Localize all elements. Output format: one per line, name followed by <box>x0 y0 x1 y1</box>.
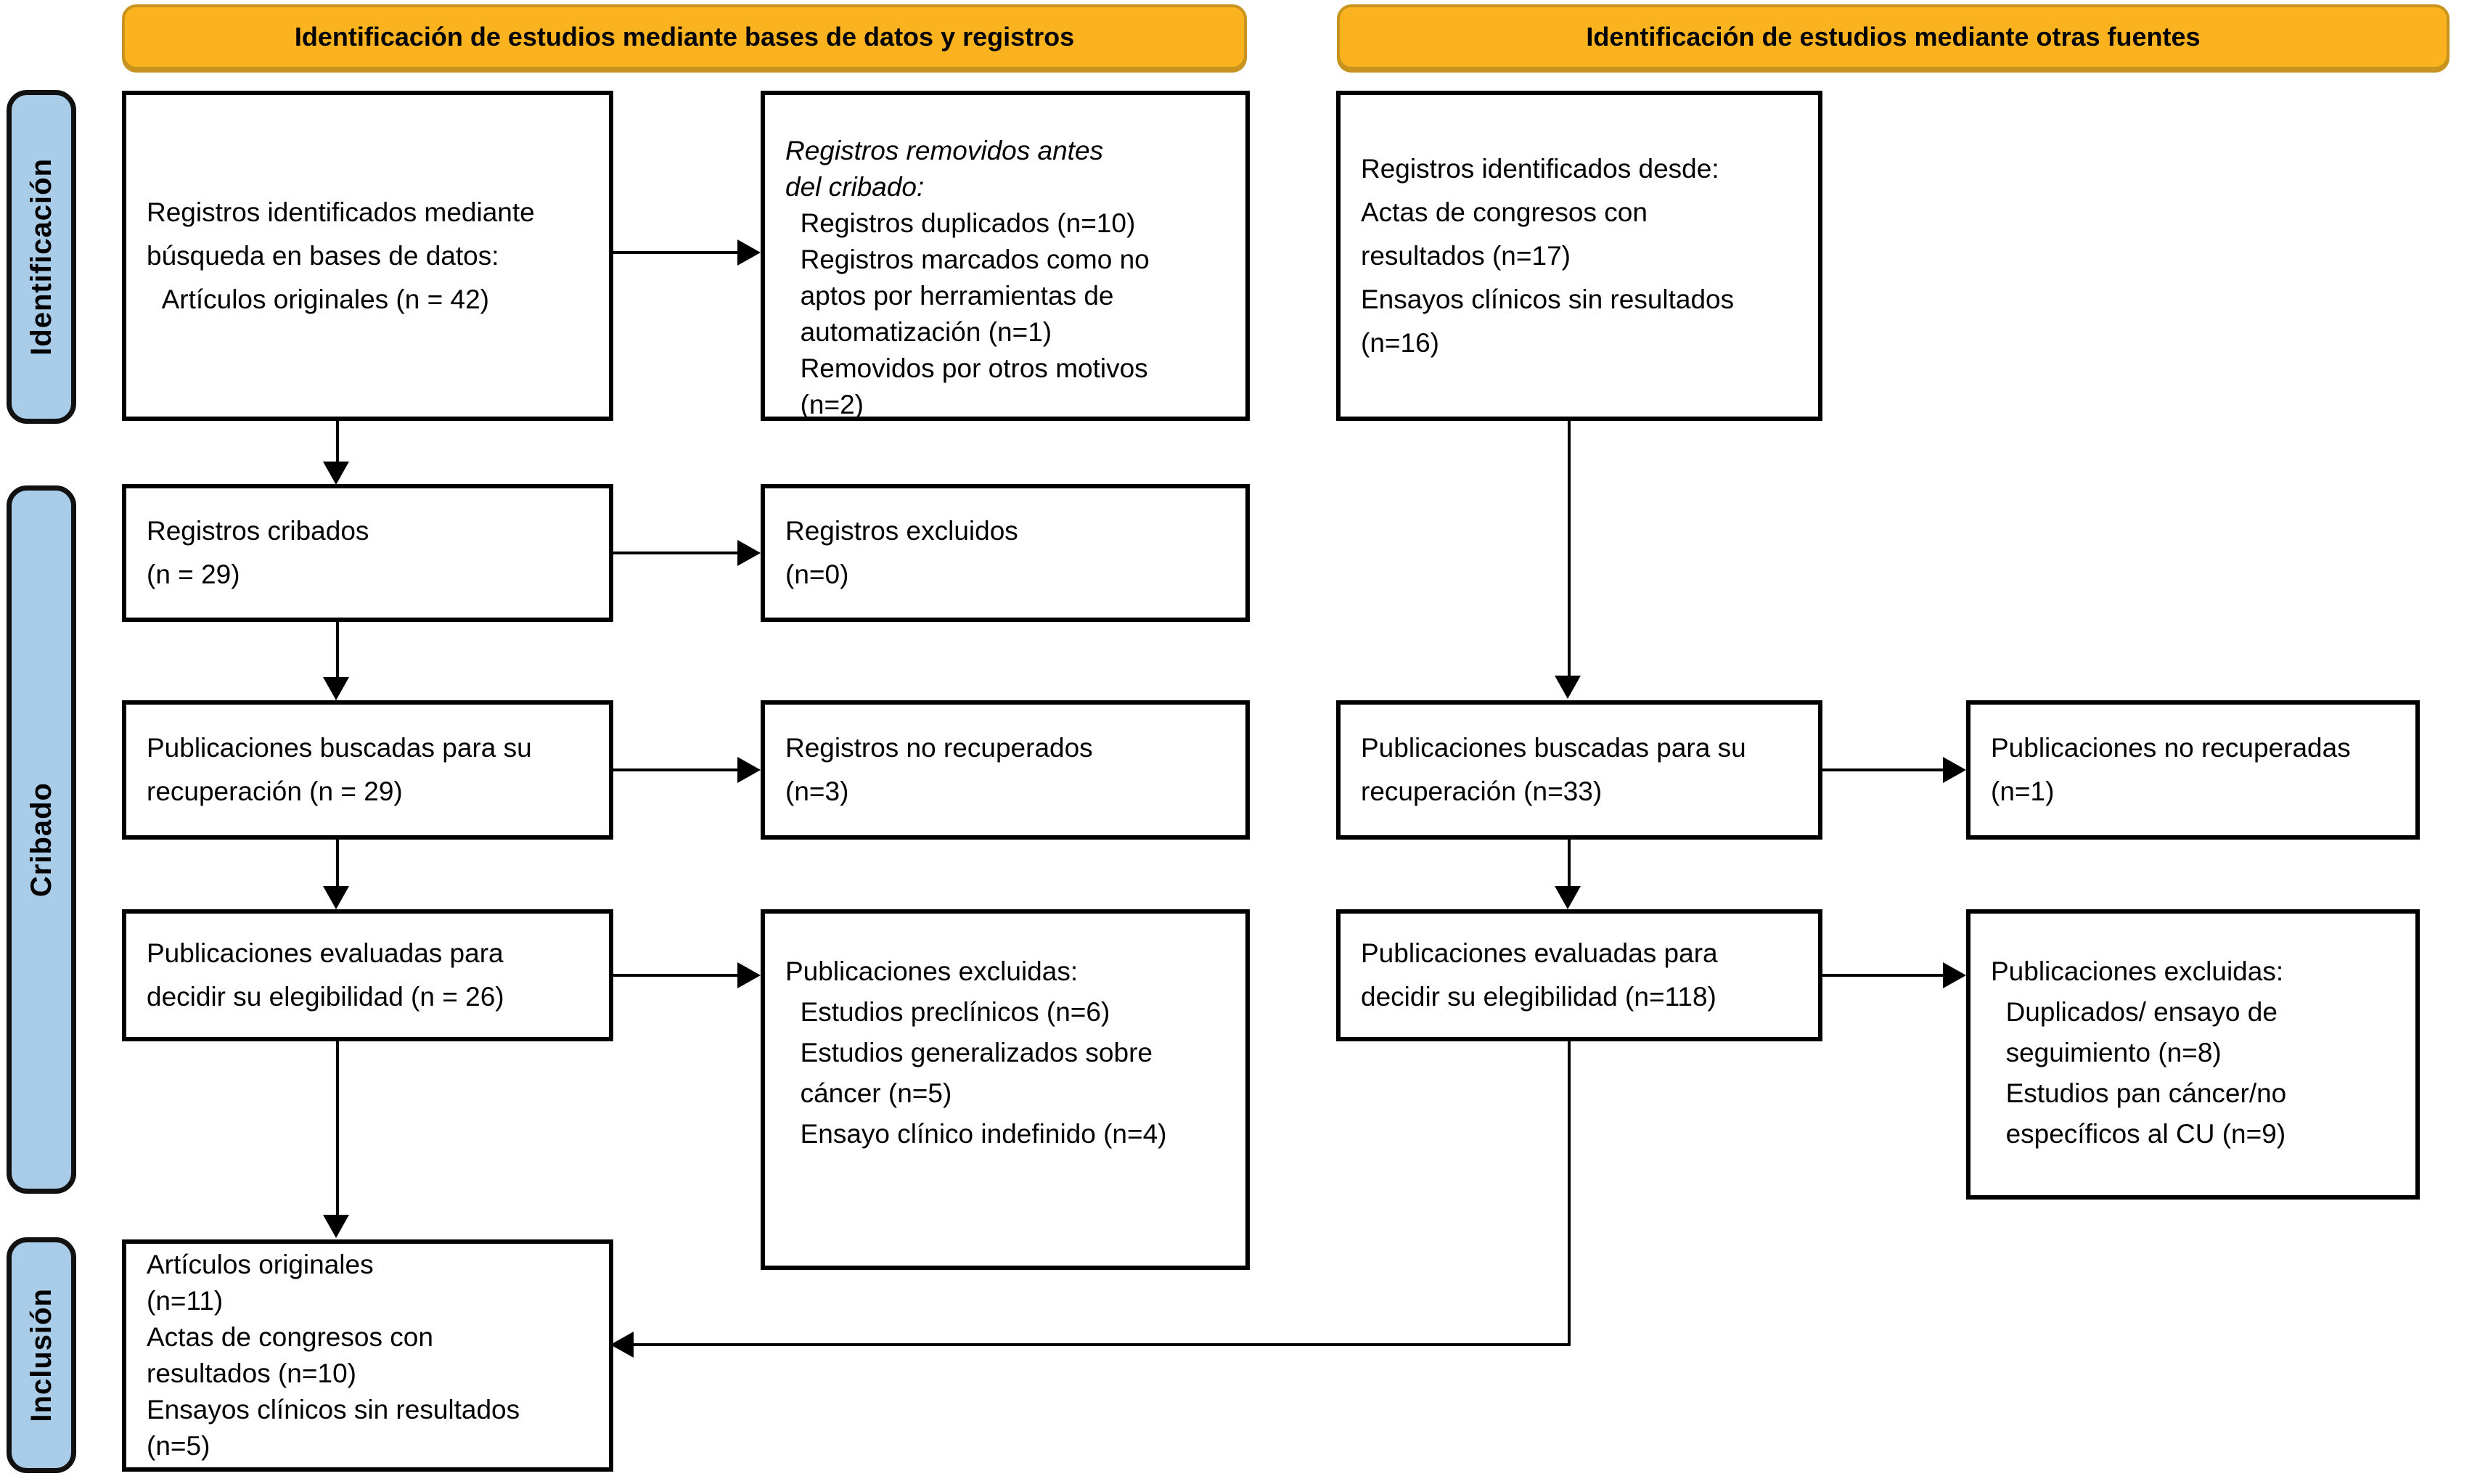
box-reports-sought-other: Publicaciones buscadas para su recuperac… <box>1336 700 1822 840</box>
box-reports-assessed-other: Publicaciones evaluadas para decidir su … <box>1336 909 1822 1041</box>
arrow-head-down-icon <box>323 1215 349 1238</box>
arrow-head-down-icon <box>1555 886 1581 909</box>
arrow-head-down-icon <box>323 677 349 700</box>
stage-label-screening: Cribado <box>7 485 76 1194</box>
arrow-line <box>336 838 339 887</box>
arrow-head-right-icon <box>1943 962 1966 988</box>
reports-assessed-databases-text: Publicaciones evaluadas para decidir su … <box>147 938 504 1012</box>
arrow-line <box>612 552 740 554</box>
banner-databases-registers: Identificación de estudios mediante base… <box>122 4 1247 70</box>
arrow-line <box>336 1040 339 1216</box>
arrow-head-right-icon <box>737 757 761 783</box>
banner-databases-label: Identificación de estudios mediante base… <box>294 22 1075 52</box>
box-reports-not-retrieved-databases: Registros no recuperados (n=3) <box>761 700 1250 840</box>
box-reports-assessed-databases: Publicaciones evaluadas para decidir su … <box>122 909 613 1041</box>
arrow-line <box>612 251 740 254</box>
arrow-line <box>336 419 339 463</box>
arrow-line <box>336 620 339 679</box>
arrow-line <box>1568 838 1571 887</box>
reports-excluded-databases-text: Publicaciones excluidas: Estudios preclí… <box>785 956 1167 1149</box>
records-excluded-text: Registros excluidos (n=0) <box>785 516 1018 589</box>
arrow-line <box>612 974 740 977</box>
stage-screening-text: Cribado <box>25 782 57 898</box>
stage-label-identification: Identificación <box>7 90 76 424</box>
reports-excluded-other-text: Publicaciones excluidas: Duplicados/ ens… <box>1991 956 2287 1149</box>
box-reports-sought-databases: Publicaciones buscadas para su recuperac… <box>122 700 613 840</box>
box-studies-included: Artículos originales (n=11) Actas de con… <box>122 1239 613 1472</box>
banner-other-sources-label: Identificación de estudios mediante otra… <box>1586 22 2201 52</box>
box-records-screened: Registros cribados (n = 29) <box>122 484 613 622</box>
arrow-head-down-icon <box>323 462 349 485</box>
box-records-identified-other-sources: Registros identificados desde: Actas de … <box>1336 91 1822 421</box>
records-identified-databases-text: Registros identificados mediante búsqued… <box>147 197 535 314</box>
arrow-head-left-icon <box>610 1332 634 1358</box>
box-reports-not-retrieved-other: Publicaciones no recuperadas (n=1) <box>1966 700 2420 840</box>
arrow-line <box>634 1343 1571 1346</box>
studies-included-text: Artículos originales (n=11) Actas de con… <box>147 1250 520 1461</box>
arrow-head-right-icon <box>1943 757 1966 783</box>
arrow-head-right-icon <box>737 962 761 988</box>
arrow-line <box>612 768 740 771</box>
arrow-line <box>1821 974 1946 977</box>
records-screened-text: Registros cribados (n = 29) <box>147 516 369 589</box>
box-records-removed-before-screening: Registros removidos antes del cribado: R… <box>761 91 1250 421</box>
reports-sought-other-text: Publicaciones buscadas para su recuperac… <box>1361 733 1746 806</box>
reports-not-retrieved-other-text: Publicaciones no recuperadas (n=1) <box>1991 733 2351 806</box>
box-reports-excluded-other: Publicaciones excluidas: Duplicados/ ens… <box>1966 909 2420 1200</box>
stage-label-inclusion: Inclusión <box>7 1237 76 1473</box>
arrow-line <box>1821 768 1946 771</box>
banner-other-sources: Identificación de estudios mediante otra… <box>1337 4 2450 70</box>
stage-inclusion-text: Inclusión <box>25 1288 57 1422</box>
box-records-excluded: Registros excluidos (n=0) <box>761 484 1250 622</box>
arrow-head-right-icon <box>737 540 761 566</box>
box-reports-excluded-databases: Publicaciones excluidas: Estudios preclí… <box>761 909 1250 1270</box>
arrow-head-right-icon <box>737 239 761 266</box>
records-removed-heading: Registros removidos antes del cribado: <box>785 136 1104 202</box>
records-identified-other-text: Registros identificados desde: Actas de … <box>1361 153 1735 358</box>
arrow-head-down-icon <box>1555 676 1581 699</box>
arrow-line <box>1568 419 1571 677</box>
records-removed-items: Registros duplicados (n=10) Registros ma… <box>800 208 1150 419</box>
stage-identification-text: Identificación <box>25 158 57 356</box>
box-records-identified-databases: Registros identificados mediante búsqued… <box>122 91 613 421</box>
reports-sought-databases-text: Publicaciones buscadas para su recuperac… <box>147 733 532 806</box>
reports-assessed-other-text: Publicaciones evaluadas para decidir su … <box>1361 938 1718 1012</box>
arrow-line <box>1568 1041 1571 1346</box>
arrow-head-down-icon <box>323 886 349 909</box>
reports-not-retrieved-databases-text: Registros no recuperados (n=3) <box>785 733 1093 806</box>
